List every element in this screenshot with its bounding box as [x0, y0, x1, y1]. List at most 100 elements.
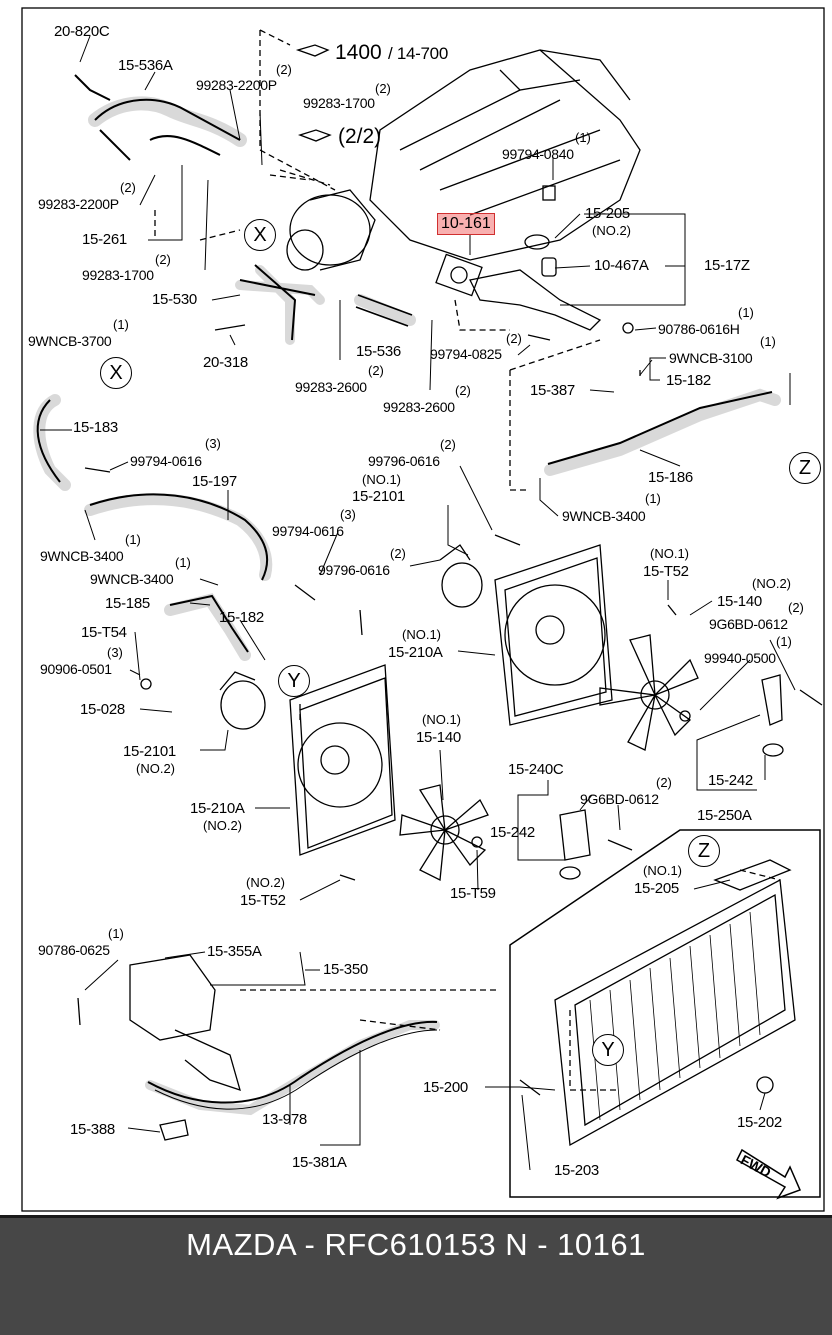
part-label[interactable]: 15-242 — [708, 772, 753, 789]
part-label[interactable]: 15-T54 — [81, 624, 127, 641]
part-label[interactable]: 90786-0625 — [38, 942, 110, 958]
part-label[interactable]: 99283-1700 — [82, 267, 154, 283]
qty-label: (3) — [107, 645, 123, 660]
part-label[interactable]: 99283-2600 — [383, 399, 455, 415]
part-label[interactable]: 15-242 — [490, 824, 535, 841]
radiator-box — [509, 829, 821, 1198]
part-label[interactable]: 15-203 — [554, 1162, 599, 1179]
part-label[interactable]: 9WNCB-3400 — [90, 571, 174, 587]
part-label[interactable]: 15-387 — [530, 382, 575, 399]
part-label[interactable]: 15-381A — [292, 1154, 347, 1171]
part-label[interactable]: 99794-0616 — [130, 453, 202, 469]
part-label[interactable]: 10-467A — [594, 257, 649, 274]
callout-z-circle: Z — [688, 835, 720, 867]
part-label[interactable]: 15-183 — [73, 419, 118, 436]
part-label[interactable]: 9WNCB-3400 — [40, 548, 124, 564]
overflow-hose — [147, 1020, 438, 1104]
part-label[interactable]: 99794-0840 — [502, 146, 574, 162]
part-label[interactable]: 99283-2600 — [295, 379, 367, 395]
leader-lines — [40, 35, 796, 1171]
part-label[interactable]: 99283-1700 — [303, 95, 375, 111]
part-label[interactable]: 15-182 — [219, 609, 264, 626]
qty-label: (1) — [113, 317, 129, 332]
part-label[interactable]: 15-210A — [190, 800, 245, 817]
part-label[interactable]: 99283-2200P — [196, 77, 277, 93]
part-label[interactable]: 15-2101 — [123, 743, 176, 760]
qty-label: (2) — [440, 437, 456, 452]
part-label[interactable]: 15-210A — [388, 644, 443, 661]
highlighted-part-label[interactable]: 10-161 — [437, 213, 495, 235]
part-label[interactable]: 15-17Z — [704, 257, 750, 274]
part-label[interactable]: 9G6BD-0612 — [580, 791, 659, 807]
part-label[interactable]: 15-240C — [508, 761, 564, 778]
part-label[interactable]: 15-202 — [737, 1114, 782, 1131]
diagram-drawing — [21, 7, 825, 1212]
part-label[interactable]: 99796-0616 — [318, 562, 390, 578]
part-label[interactable]: 20-820C — [54, 23, 110, 40]
part-label[interactable]: 15-185 — [105, 595, 150, 612]
reference-lines — [154, 29, 781, 1091]
part-label[interactable]: 15-205 — [585, 205, 630, 222]
gasket-10-161 — [435, 253, 483, 297]
part-label[interactable]: 13-978 — [262, 1111, 307, 1128]
fan-shroud-no1 — [494, 544, 613, 726]
qty-label: (NO.2) — [592, 223, 631, 238]
fan-blade-no1 — [399, 784, 489, 882]
qty-label: (NO.2) — [203, 818, 242, 833]
part-label[interactable]: 99283-2200P — [38, 196, 119, 212]
part-label[interactable]: 9WNCB-3100 — [669, 350, 753, 366]
caption-bar: MAZDA - RFC610153 N - 10161 — [0, 1215, 832, 1335]
part-label[interactable]: 9G6BD-0612 — [709, 616, 788, 632]
part-label[interactable]: 15-186 — [648, 469, 693, 486]
caption-divider — [0, 1215, 832, 1218]
qty-label: (NO.1) — [643, 863, 682, 878]
part-label[interactable]: 15-197 — [192, 473, 237, 490]
qty-label: (NO.2) — [136, 761, 175, 776]
part-label[interactable]: 15-140 — [717, 593, 762, 610]
engine-ribs — [399, 89, 621, 216]
part-label[interactable]: 15-355A — [207, 943, 262, 960]
qty-label: (2) — [120, 180, 136, 195]
qty-label: (3) — [340, 507, 356, 522]
qty-label: (2) — [788, 600, 804, 615]
part-label[interactable]: 99796-0616 — [368, 453, 440, 469]
part-label[interactable]: 15-261 — [82, 231, 127, 248]
ref-1400: 1400 — [335, 41, 382, 64]
qty-label: (NO.1) — [422, 712, 461, 727]
part-label[interactable]: 9WNCB-3700 — [28, 333, 112, 349]
ref-14700: / 14-700 — [388, 44, 448, 63]
qty-label: (NO.2) — [752, 576, 791, 591]
bracket-15-250a — [761, 674, 783, 726]
diagram-frame — [21, 7, 825, 1212]
ref-2-of-2: (2/2) — [338, 125, 382, 148]
part-label[interactable]: 15-350 — [323, 961, 368, 978]
qty-label: (1) — [175, 555, 191, 570]
part-label[interactable]: 99794-0616 — [272, 523, 344, 539]
part-label[interactable]: 15-028 — [80, 701, 125, 718]
part-label[interactable]: 15-205 — [634, 880, 679, 897]
part-label[interactable]: 15-140 — [416, 729, 461, 746]
part-label[interactable]: 15-536A — [118, 57, 173, 74]
part-label[interactable]: 20-318 — [203, 354, 248, 371]
part-label[interactable]: 99940-0500 — [704, 650, 776, 666]
part-label[interactable]: 15-182 — [666, 372, 711, 389]
qty-label: (2) — [276, 62, 292, 77]
part-label[interactable]: 90906-0501 — [40, 661, 112, 677]
part-label[interactable]: 15-250A — [697, 807, 752, 824]
part-label[interactable]: 15-388 — [70, 1121, 115, 1138]
part-label[interactable]: 15-T52 — [643, 563, 689, 580]
part-label[interactable]: 15-2101 — [352, 488, 405, 505]
qty-label: (NO.1) — [402, 627, 441, 642]
part-label[interactable]: 15-530 — [152, 291, 197, 308]
radiator — [554, 878, 796, 1147]
part-label[interactable]: 15-T52 — [240, 892, 286, 909]
fan-blade-no2 — [599, 634, 699, 751]
qty-label: (2) — [455, 383, 471, 398]
fwd-arrow — [736, 1148, 802, 1200]
part-label[interactable]: 9WNCB-3400 — [562, 508, 646, 524]
part-label[interactable]: 90786-0616H — [658, 321, 740, 337]
part-label[interactable]: 15-200 — [423, 1079, 468, 1096]
part-label[interactable]: 99794-0825 — [430, 346, 502, 362]
part-label[interactable]: 15-536 — [356, 343, 401, 360]
part-label[interactable]: 15-T59 — [450, 885, 496, 902]
